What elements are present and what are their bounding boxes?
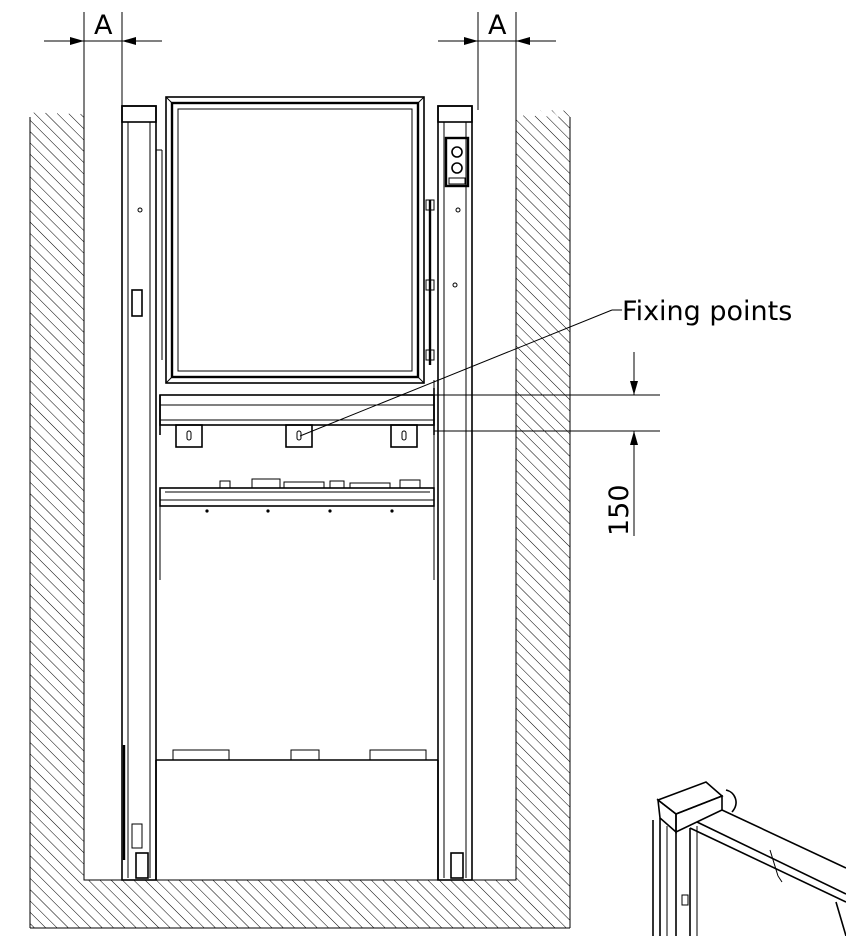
floor	[30, 880, 570, 928]
inset-perspective-view	[652, 781, 846, 936]
control-board	[159, 478, 435, 580]
left-wall	[30, 110, 84, 880]
lower-car	[155, 749, 439, 880]
dimension-a-right: A	[438, 10, 556, 110]
fixing-beam	[159, 388, 435, 448]
dimension-label-a-left: A	[94, 10, 113, 41]
right-rail	[425, 105, 473, 881]
dimension-label-150: 150	[604, 484, 635, 536]
door-panel	[165, 96, 425, 384]
dimension-a-left: A	[44, 10, 162, 110]
fixing-points-label: Fixing points	[622, 296, 792, 327]
wall-section	[29, 110, 571, 929]
fixing-points-callout: Fixing points	[299, 296, 792, 437]
left-rail	[121, 105, 163, 881]
dimension-label-a-right: A	[488, 10, 507, 41]
dimension-150: 150	[434, 352, 660, 536]
right-wall	[516, 110, 570, 880]
